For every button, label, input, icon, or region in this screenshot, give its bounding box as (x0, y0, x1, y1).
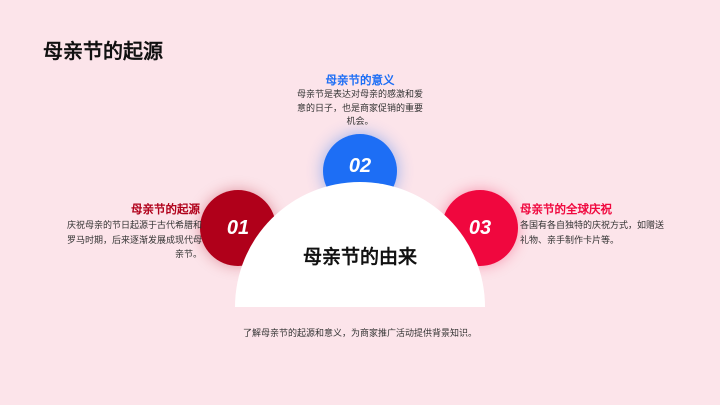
item-2-text: 母亲节是表达对母亲的感激和爱意的日子，也是商家促销的重要机会。 (296, 90, 423, 127)
page-title: 母亲节的起源 (43, 39, 163, 63)
step-01-number: 01 (226, 216, 250, 239)
item-1-text: 庆祝母亲的节日起源于古代希腊和罗马时期，后来逐渐发展成现代母亲节。 (66, 221, 202, 260)
step-03-number: 03 (468, 216, 492, 239)
item-3-text: 各国有各自独特的庆祝方式，如赠送礼物、亲手制作卡片等。 (520, 221, 665, 246)
item-2-heading: 母亲节的意义 (325, 73, 395, 87)
footer-text: 了解母亲节的起源和意义，为商家推广活动提供背景知识。 (242, 329, 477, 339)
item-3-heading: 母亲节的全球庆祝 (520, 202, 612, 216)
item-1-heading: 母亲节的起源 (131, 202, 200, 216)
step-02-number: 02 (348, 154, 372, 177)
center-semicircle: 母亲节的由来 (235, 182, 485, 307)
center-label: 母亲节的由来 (302, 246, 417, 268)
